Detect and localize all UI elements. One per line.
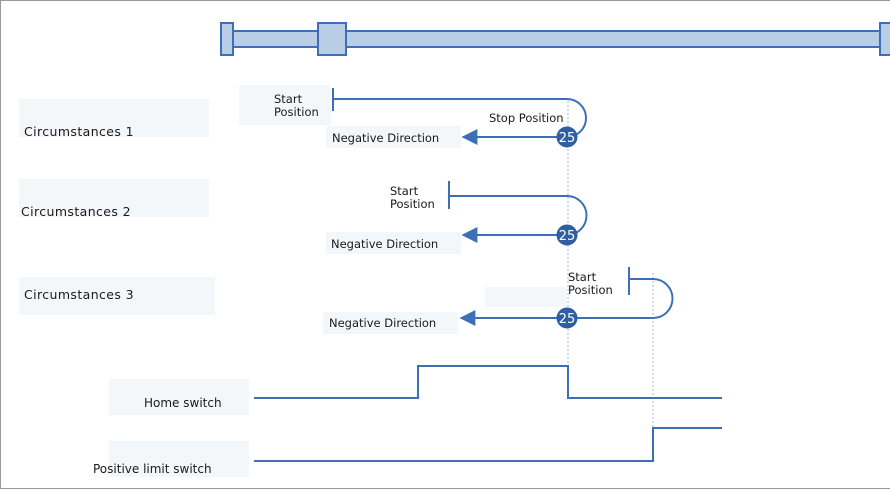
label-background [19,277,215,315]
case-2-start-label: Start Position [390,184,435,211]
case-3-start-label: Start Position [568,270,613,297]
positive-limit-switch-label: Positive limit switch [93,462,212,476]
label-background [109,379,249,415]
axis-rail [220,22,890,56]
label-background [326,232,461,254]
case-1-marker: 25 [556,126,578,148]
home-switch-label: Home switch [144,396,222,410]
label-background [239,85,331,125]
case-2-marker-number: 25 [559,229,576,244]
label-background [19,99,209,137]
case-3-marker-number: 25 [559,312,576,327]
rail-left-end [220,22,234,56]
case-2-label: Circumstances 2 [21,204,132,219]
case-1-label: Circumstances 1 [24,124,135,139]
case-2-direction-label: Negative Direction [331,237,439,251]
case-1-stop-label: Stop Position [489,111,564,125]
rail-slider [317,22,347,56]
home-switch-signal [254,365,722,399]
case-1-start-label: Start Position [274,92,319,119]
case-3-direction-label: Negative Direction [329,316,437,330]
case-2-marker: 25 [556,224,578,246]
label-background [109,441,249,477]
label-background [19,179,209,217]
label-background [326,126,461,148]
label-background [323,312,458,334]
rail-right-end [879,22,890,56]
case-3-path [459,267,674,326]
case-3-marker: 25 [556,307,578,329]
case-3-label: Circumstances 3 [24,287,135,302]
positive-limit-switch-signal [254,427,722,462]
case-1-direction-label: Negative Direction [332,131,440,145]
label-background [485,287,567,307]
case-1-marker-number: 25 [559,131,576,146]
